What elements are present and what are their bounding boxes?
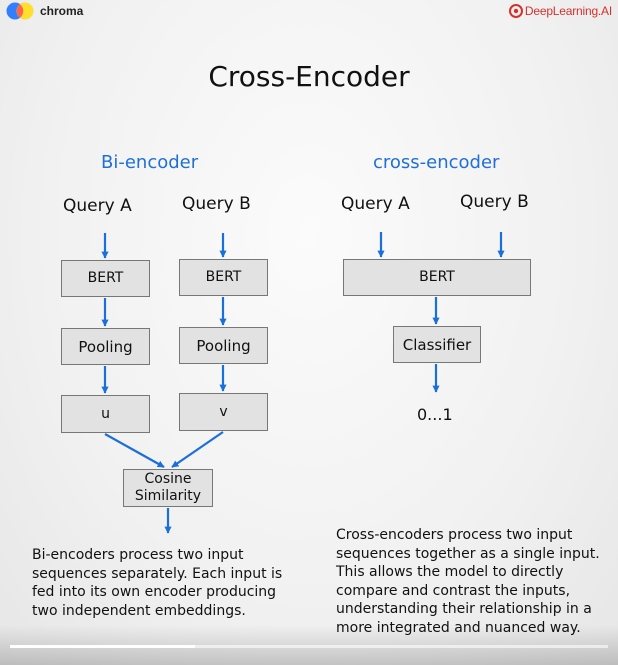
bi-pooling-box-a: Pooling [61, 328, 150, 365]
cross-encoder-description: Cross-encoders process two input sequenc… [336, 527, 600, 636]
bi-encoder-description: Bi-encoders process two input sequences … [32, 547, 283, 619]
chroma-logo: chroma [6, 2, 83, 20]
cross-bert-box: BERT [343, 259, 531, 296]
cross-query-a-label: Query A [341, 194, 410, 214]
bi-bert-box-a: BERT [61, 260, 150, 297]
bi-embedding-v-box: v [179, 393, 268, 431]
cosine-similarity-line2: Similarity [134, 488, 202, 504]
cosine-similarity-line1: Cosine [144, 471, 192, 488]
chroma-wordmark: chroma [40, 4, 84, 18]
deeplearning-wordmark: DeepLearning.AI [524, 4, 612, 18]
arrow-u-to-similarity [104, 433, 165, 468]
deeplearning-logo-icon [508, 4, 523, 18]
classifier-box: Classifier [393, 326, 481, 363]
video-progress-fill [10, 645, 196, 648]
chroma-logo-icon [6, 2, 34, 20]
bi-encoder-heading: Bi-encoder [101, 152, 199, 173]
bi-embedding-u-box: u [61, 395, 150, 433]
arrow-v-to-similarity [171, 431, 224, 468]
bi-query-b-label: Query B [182, 194, 251, 214]
bi-bert-box-b: BERT [179, 259, 268, 296]
bi-pooling-box-b: Pooling [179, 327, 268, 364]
cosine-similarity-box: Cosine Similarity [123, 469, 213, 507]
cross-query-b-label: Query B [460, 192, 529, 212]
slide-title: Cross-Encoder [208, 60, 410, 93]
video-progress-bar[interactable] [10, 645, 608, 648]
cross-encoder-heading: cross-encoder [373, 152, 500, 173]
bi-query-a-label: Query A [63, 196, 132, 216]
cross-output-range: 0...1 [417, 405, 453, 424]
deeplearning-logo: DeepLearning.AI [508, 2, 612, 20]
